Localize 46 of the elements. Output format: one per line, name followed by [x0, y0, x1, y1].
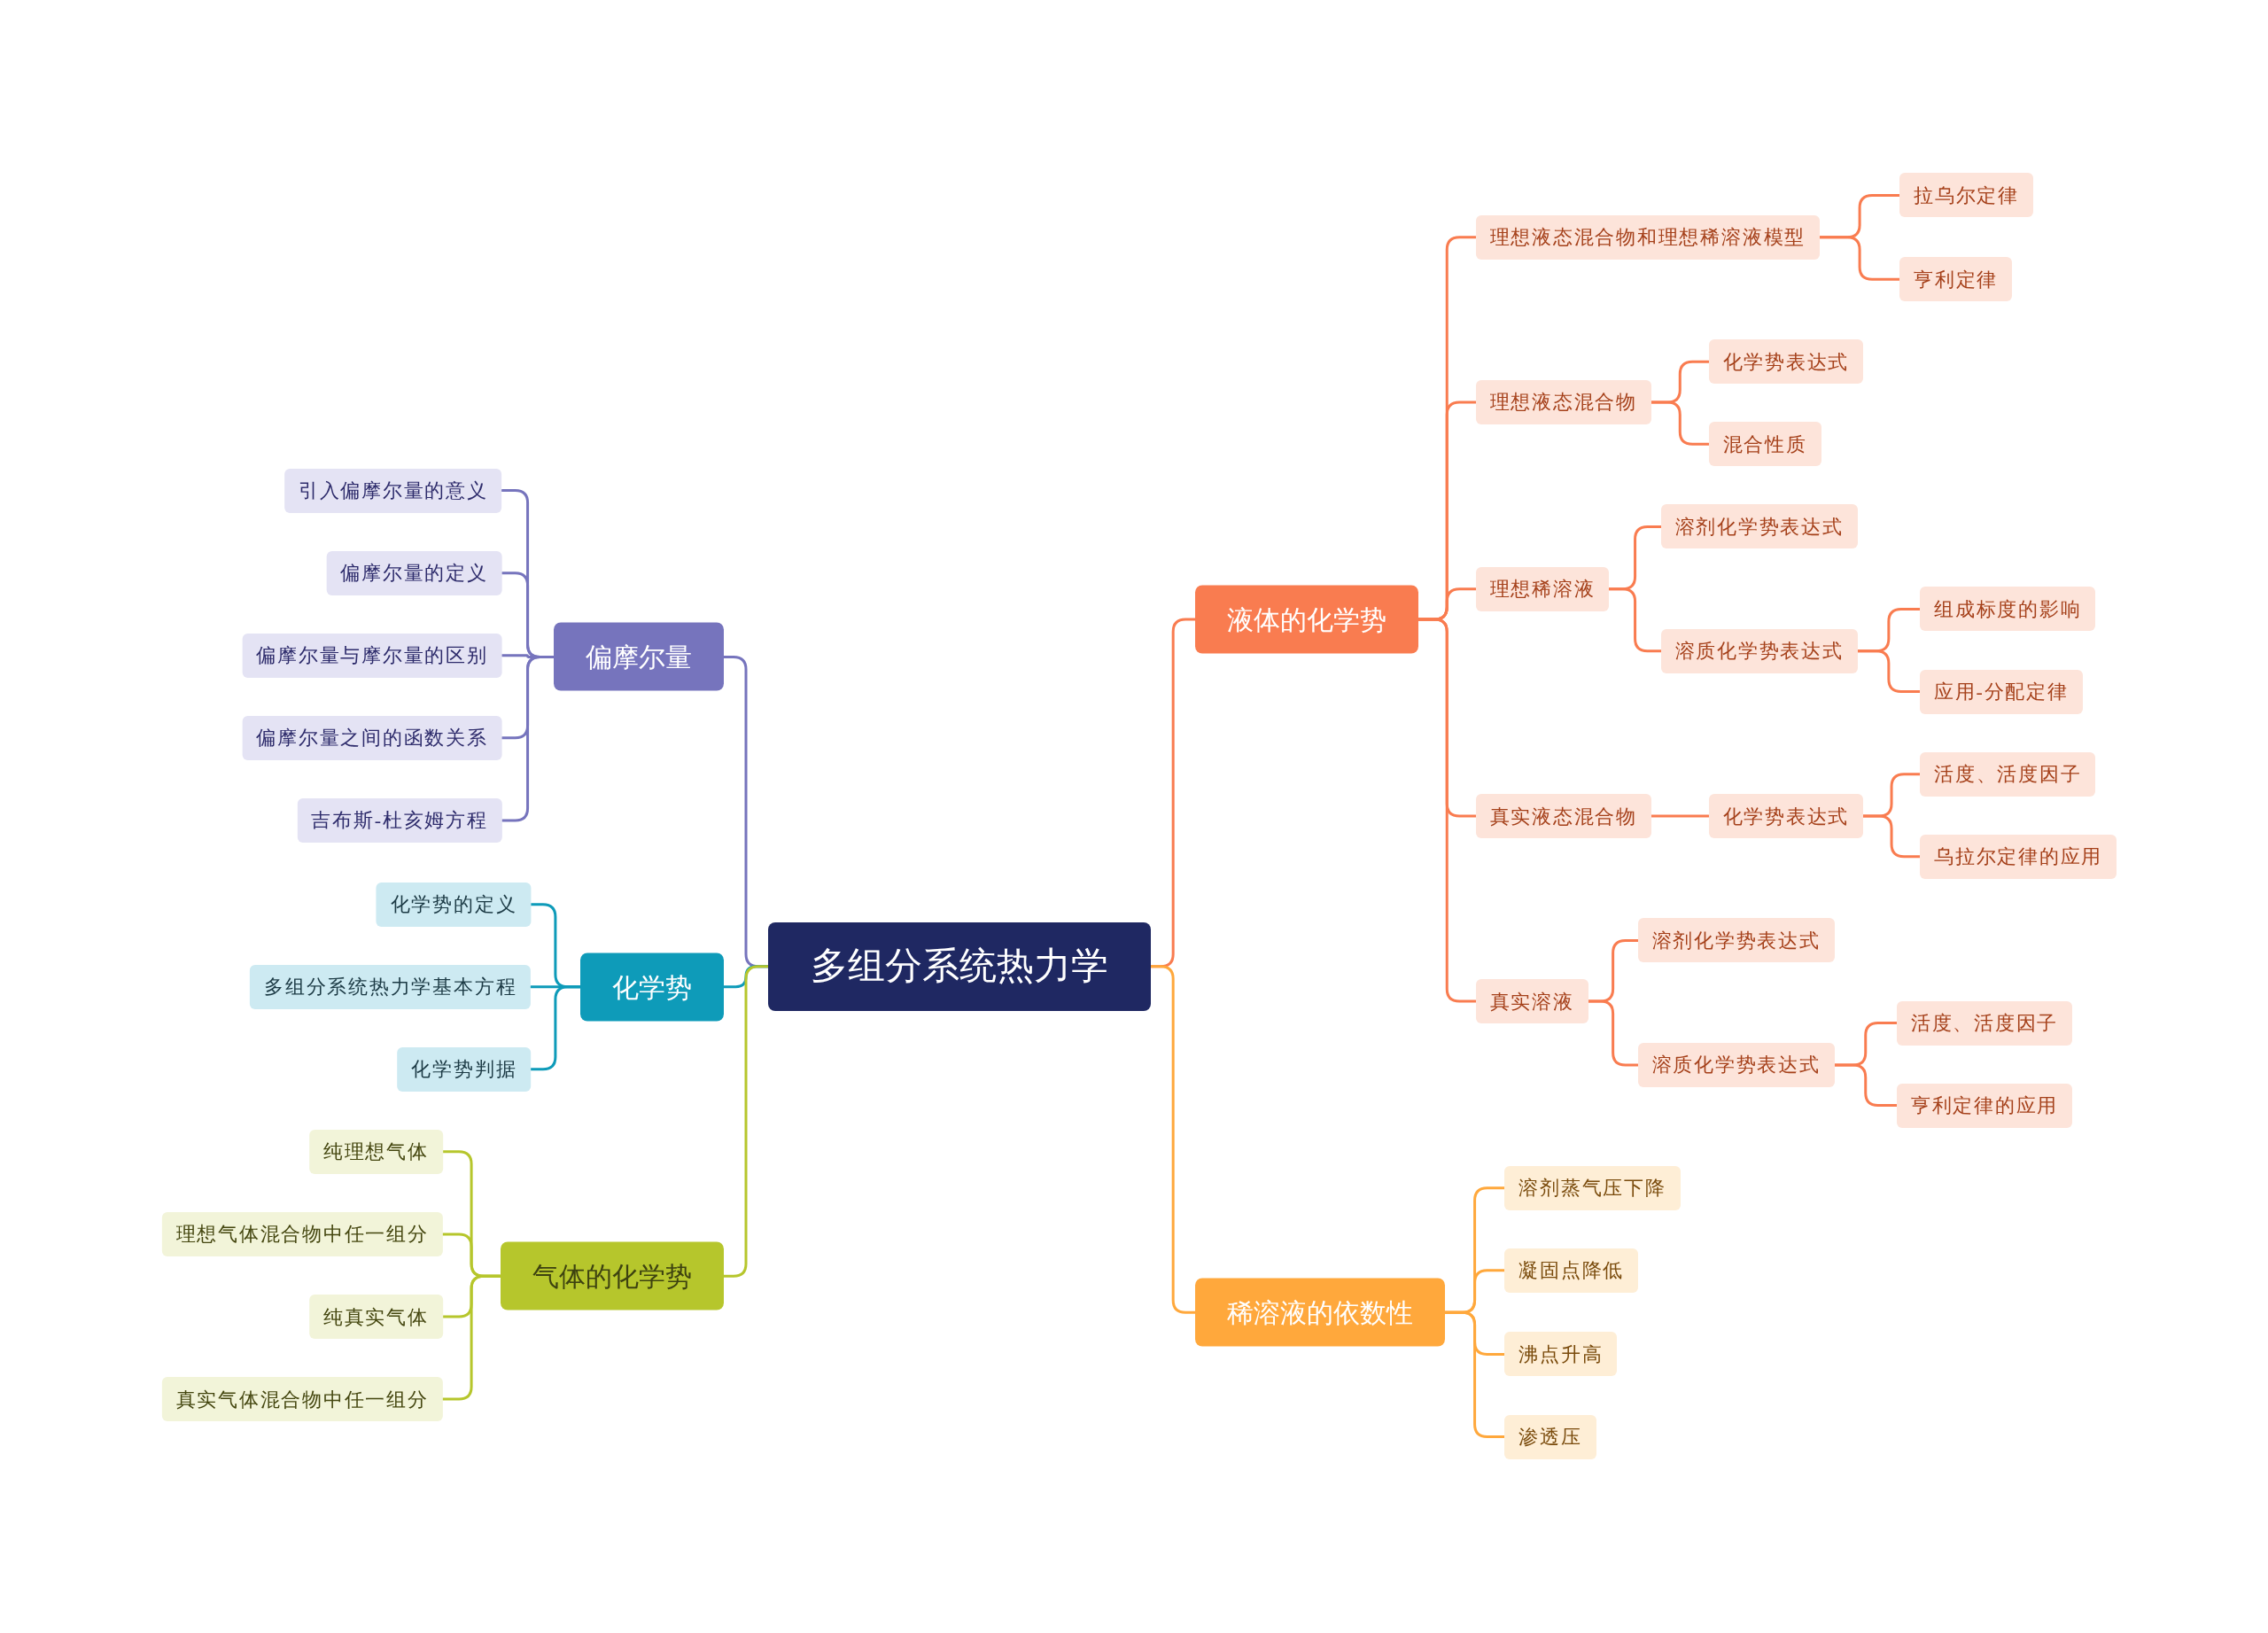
main-topic-box: 偏摩尔量 — [553, 622, 724, 691]
subtopic-box: 理想液态混合物和理想稀溶液模型 — [1475, 214, 1821, 260]
subtopic-box: 混合性质 — [1708, 422, 1821, 467]
subtopic-box: 沸点升高 — [1504, 1332, 1618, 1377]
subtopic-box: 组成标度的影响 — [1920, 587, 2096, 632]
subtopic-box: 偏摩尔量的定义 — [326, 550, 502, 595]
subtopic-box: 理想气体混合物中任一组分 — [161, 1211, 443, 1256]
subtopic-box: 应用-分配定律 — [1920, 669, 2083, 714]
subtopic-box: 活度、活度因子 — [1920, 751, 2096, 797]
subtopic-box: 化学势的定义 — [376, 882, 532, 927]
connector-line — [722, 965, 770, 1278]
subtopic-box: 多组分系统热力学基本方程 — [250, 964, 532, 1009]
subtopic-box: 溶剂化学势表达式 — [1637, 918, 1835, 963]
subtopic-box: 溶剂蒸气压下降 — [1504, 1165, 1681, 1210]
subtopic-box: 凝固点降低 — [1504, 1248, 1639, 1293]
central-topic: 多组分系统热力学 — [768, 921, 1152, 1011]
subtopic-box: 活度、活度因子 — [1896, 1000, 2073, 1046]
connector-line — [1443, 1310, 1506, 1439]
subtopic-box: 化学势表达式 — [1708, 794, 1864, 838]
subtopic-box: 真实气体混合物中任一组分 — [161, 1377, 443, 1422]
subtopic-box: 亨利定律的应用 — [1896, 1083, 2073, 1128]
subtopic-box: 吉布斯-杜亥姆方程 — [297, 797, 502, 843]
subtopic-box: 化学势判据 — [397, 1046, 532, 1092]
subtopic-box: 乌拉尔定律的应用 — [1920, 834, 2117, 879]
subtopic-box: 偏摩尔量与摩尔量的区别 — [242, 633, 502, 678]
subtopic-box: 纯理想气体 — [308, 1129, 443, 1174]
subtopic-box: 溶剂化学势表达式 — [1660, 504, 1858, 549]
subtopic-box: 溶质化学势表达式 — [1637, 1042, 1835, 1087]
main-topic-box: 液体的化学势 — [1194, 585, 1418, 654]
subtopic-box: 理想稀溶液 — [1475, 566, 1610, 611]
subtopic-box: 拉乌尔定律 — [1899, 173, 2033, 218]
connector-line — [501, 655, 555, 822]
subtopic-box: 偏摩尔量之间的函数关系 — [242, 715, 502, 760]
subtopic-box: 纯真实气体 — [308, 1295, 443, 1339]
subtopic-box: 真实溶液 — [1475, 979, 1588, 1024]
connector-line — [441, 1274, 501, 1401]
subtopic-box: 溶质化学势表达式 — [1660, 628, 1858, 673]
main-topic-box: 气体的化学势 — [500, 1241, 724, 1310]
subtopic-box: 亨利定律 — [1899, 257, 2013, 302]
subtopic-box: 引入偏摩尔量的意义 — [284, 468, 502, 513]
main-topic-box: 稀溶液的依数性 — [1194, 1278, 1445, 1347]
subtopic-box: 化学势表达式 — [1708, 339, 1864, 385]
main-topic-box: 化学势 — [579, 953, 724, 1022]
subtopic-box: 真实液态混合物 — [1475, 794, 1651, 838]
subtopic-box: 理想液态混合物 — [1475, 379, 1651, 424]
subtopic-box: 渗透压 — [1504, 1414, 1596, 1459]
